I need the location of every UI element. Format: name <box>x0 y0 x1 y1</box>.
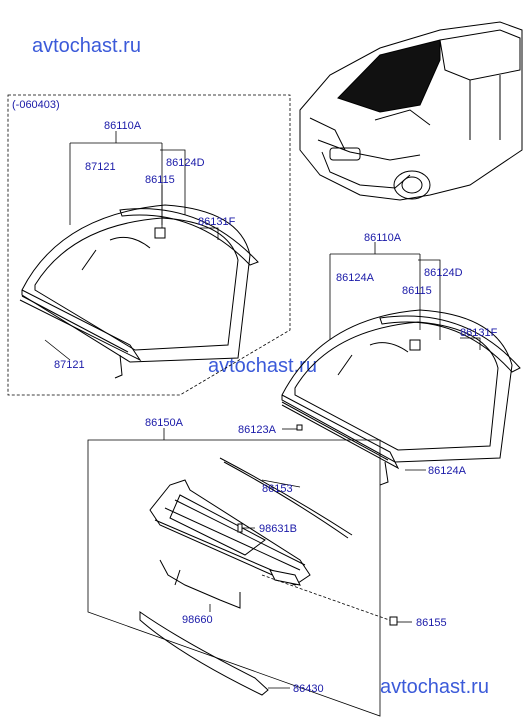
callout-86124A-bottom: 86124A <box>428 465 467 477</box>
callout-87121-bottom: 87121 <box>54 359 85 371</box>
callout-87121-top: 87121 <box>85 161 116 173</box>
callout-86115-later: 86115 <box>402 285 432 297</box>
callout-86430: 86430 <box>293 683 324 695</box>
callout-98631B: 98631B <box>259 523 297 535</box>
windshield-assembly-early <box>19 131 259 379</box>
watermark-top: avtochast.ru <box>32 35 141 57</box>
car-illustration <box>299 21 523 201</box>
callout-86131F-later: 86131F <box>460 327 498 339</box>
watermark-bottom: avtochast.ru <box>380 676 489 698</box>
callout-86123A: 86123A <box>238 424 277 436</box>
callout-86155: 86155 <box>416 617 447 629</box>
callout-98660: 98660 <box>182 614 213 626</box>
callout-86150A: 86150A <box>145 417 184 429</box>
cowl-group-frame: 86150A <box>87 417 381 717</box>
callout-86131F-early: 86131F <box>198 216 236 228</box>
callout-86124D-later: 86124D <box>424 267 463 279</box>
callout-86124D-early: 86124D <box>166 157 205 169</box>
clip-86123A <box>296 424 303 431</box>
callout-86110A-later: 86110A <box>364 232 402 244</box>
callout-86110A-early: 86110A <box>104 120 142 132</box>
variant-frame-early: (-060403) <box>7 94 291 396</box>
cowl-panel <box>139 457 412 696</box>
watermark-middle: avtochast.ru <box>208 355 317 377</box>
variant-note: (-060403) <box>12 99 60 111</box>
callout-86153: 86153 <box>262 483 293 495</box>
callout-86115-early: 86115 <box>145 174 175 186</box>
windshield-assembly-later <box>281 242 521 486</box>
callout-86124A-later: 86124A <box>336 272 375 284</box>
